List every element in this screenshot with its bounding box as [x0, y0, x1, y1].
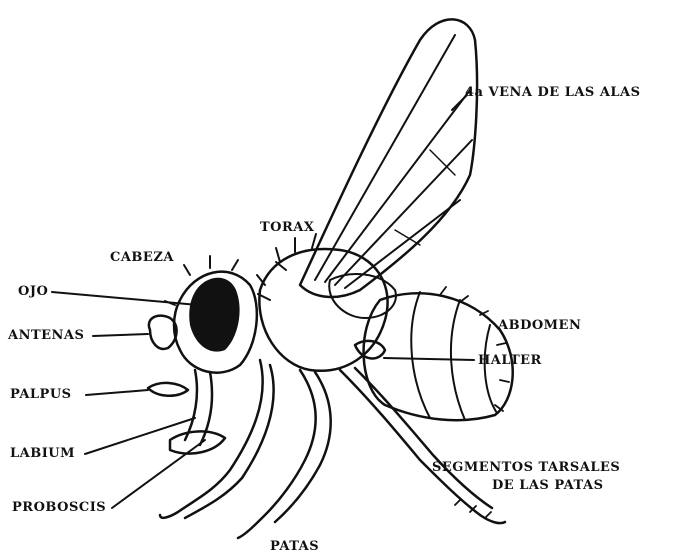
compound-eye — [189, 278, 239, 352]
proboscis — [170, 370, 225, 454]
label-vena: 4a VENA DE LAS ALAS — [465, 85, 641, 100]
label-labium: LABIUM — [10, 446, 75, 461]
wing — [300, 19, 477, 297]
label-abdomen: ABDOMEN — [498, 318, 581, 333]
label-antenas: ANTENAS — [8, 328, 84, 343]
middle-leg — [238, 370, 331, 538]
label-cabeza: CABEZA — [110, 250, 174, 265]
thorax — [257, 234, 396, 371]
antenna — [149, 316, 177, 349]
label-tarsales-line1: SEGMENTOS TARSALES — [432, 460, 620, 475]
label-torax: TORAX — [260, 220, 314, 235]
leader-halter — [384, 358, 474, 360]
palpus — [148, 383, 188, 396]
label-tarsales-line2: DE LAS PATAS — [492, 478, 604, 493]
leader-ojo — [52, 292, 198, 305]
label-halter: HALTER — [478, 353, 542, 368]
leader-antenas — [93, 334, 148, 336]
hind-leg — [340, 368, 505, 523]
label-ojo: OJO — [18, 284, 48, 299]
label-patas: PATAS — [270, 539, 319, 554]
leader-palpus — [86, 390, 148, 395]
leader-proboscis — [112, 440, 205, 508]
label-palpus: PALPUS — [10, 387, 72, 402]
label-proboscis: PROBOSCIS — [12, 500, 106, 515]
